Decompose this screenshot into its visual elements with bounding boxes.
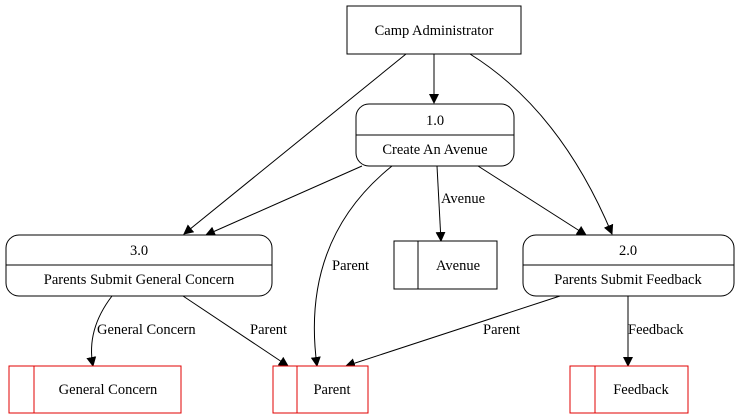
label-feedback-to-feedback: Feedback bbox=[628, 322, 684, 338]
datastore-avenue[interactable]: Avenue bbox=[393, 240, 498, 290]
process-name: Parents Submit Feedback bbox=[554, 272, 702, 288]
flow-concern-to-general-concern bbox=[86, 295, 113, 367]
datastore-box bbox=[272, 365, 369, 414]
label-concern-to-parent: Parent bbox=[250, 322, 287, 338]
datastore-label: General Concern bbox=[59, 382, 158, 398]
datastore-box bbox=[393, 240, 498, 290]
label-create-to-parent: Parent bbox=[332, 258, 369, 274]
label-feedback-to-parent: Parent bbox=[483, 322, 520, 338]
datastore-label: Parent bbox=[313, 382, 350, 398]
flow-admin-to-concern bbox=[183, 53, 407, 235]
flow-create-to-parent bbox=[310, 165, 393, 367]
flow-create-to-concern bbox=[205, 165, 363, 236]
flow-labels: Avenue Parent General Concern Parent Par… bbox=[97, 191, 684, 338]
process-id: 2.0 bbox=[619, 243, 637, 259]
label-concern-to-general-concern: General Concern bbox=[97, 322, 196, 338]
entity-label: Camp Administrator bbox=[375, 23, 494, 39]
process-submit-general-concern[interactable]: 3.0 Parents Submit General Concern bbox=[5, 234, 273, 297]
flow-create-to-avenue bbox=[435, 165, 446, 242]
process-id: 1.0 bbox=[426, 113, 444, 129]
flow-concern-to-parent bbox=[182, 295, 289, 367]
entity-box bbox=[346, 5, 522, 55]
datastore-label: Avenue bbox=[436, 258, 480, 274]
label-create-to-avenue: Avenue bbox=[441, 191, 485, 207]
flow-edges bbox=[86, 53, 633, 368]
process-create-avenue[interactable]: 1.0 Create An Avenue bbox=[355, 103, 515, 167]
flow-create-to-feedback bbox=[477, 165, 587, 236]
datastore-parent[interactable]: Parent bbox=[272, 365, 369, 414]
entity-camp-administrator[interactable]: Camp Administrator bbox=[346, 5, 522, 55]
process-name: Parents Submit General Concern bbox=[44, 272, 235, 288]
datastore-box bbox=[8, 365, 182, 414]
datastore-label: Feedback bbox=[613, 382, 669, 398]
datastore-general-concern[interactable]: General Concern bbox=[8, 365, 182, 414]
flow-admin-to-feedback bbox=[469, 53, 614, 235]
process-name: Create An Avenue bbox=[382, 142, 487, 158]
datastore-box bbox=[569, 365, 689, 414]
process-id: 3.0 bbox=[130, 243, 148, 259]
flow-feedback-to-parent bbox=[345, 295, 561, 368]
process-submit-feedback[interactable]: 2.0 Parents Submit Feedback bbox=[522, 234, 735, 297]
datastore-feedback[interactable]: Feedback bbox=[569, 365, 689, 414]
